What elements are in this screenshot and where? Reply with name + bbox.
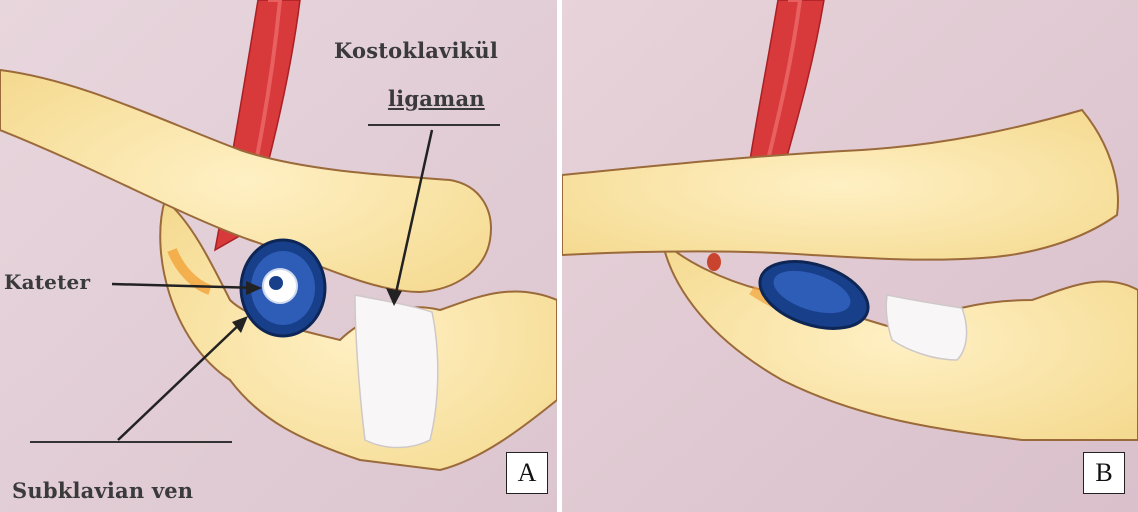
panel-b-illustration: [562, 0, 1138, 512]
costoclavicular-ligament: [355, 295, 438, 448]
panel-b: B: [562, 0, 1138, 512]
label-costoclavicular-line1: Kostoklavikül: [334, 38, 498, 63]
panel-a: Kostoklavikül ligaman Kateter Subklavian…: [0, 0, 557, 512]
label-subclavian-vein: Subklavian ven: [12, 478, 193, 503]
panel-letter-a: A: [506, 452, 548, 494]
panel-a-illustration: [0, 0, 557, 512]
label-catheter: Kateter: [4, 270, 90, 294]
catheter-lumen: [269, 276, 283, 290]
panel-letter-b: B: [1083, 452, 1125, 494]
label-costoclavicular-line2: ligaman: [388, 86, 485, 111]
vessel-stub: [707, 253, 721, 271]
